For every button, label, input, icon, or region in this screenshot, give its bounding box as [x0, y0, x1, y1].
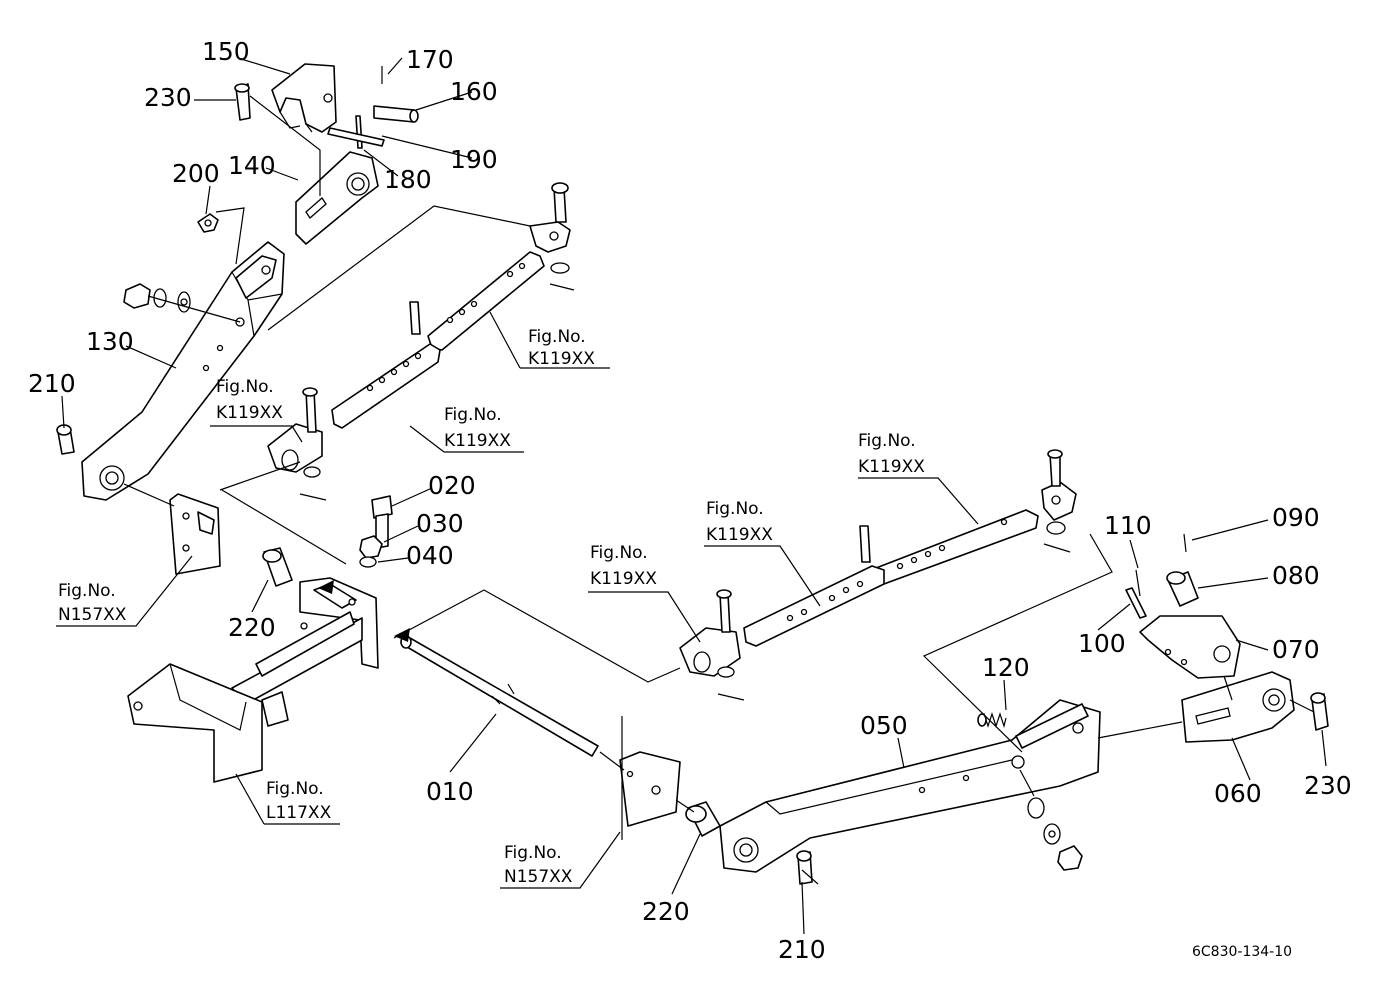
svg-text:Fig.No.: Fig.No. [58, 581, 116, 601]
part-090-cotter [1183, 533, 1187, 553]
label-120: 120 [982, 653, 1030, 682]
center-rod-clevis [679, 589, 745, 701]
upper-rod-clevis [529, 182, 575, 291]
part-070-bracket [1139, 615, 1241, 679]
part-080-pin [1166, 571, 1199, 607]
label-230-right: 230 [1304, 771, 1352, 800]
svg-text:L117XX: L117XX [266, 803, 332, 823]
label-060: 060 [1214, 779, 1262, 808]
right-rod-clevis [1041, 449, 1077, 553]
fig-ref-k119xx-upper-left: Fig.No. K119XX [216, 377, 283, 423]
label-210-right: 210 [778, 935, 826, 964]
label-100: 100 [1078, 629, 1126, 658]
label-140: 140 [228, 151, 276, 180]
label-030: 030 [416, 509, 464, 538]
label-040: 040 [406, 541, 454, 570]
part-120-spring [977, 712, 1007, 729]
label-090: 090 [1272, 503, 1320, 532]
part-190-pin [327, 127, 385, 147]
svg-text:N157XX: N157XX [504, 867, 573, 887]
svg-text:K119XX: K119XX [590, 569, 657, 589]
part-150-bracket [271, 63, 337, 133]
part-210-pin-left [56, 424, 75, 455]
drawing-code: 6C830-134-10 [1192, 944, 1292, 960]
left-rod-clevis [267, 387, 327, 501]
svg-text:Fig.No.: Fig.No. [266, 779, 324, 799]
fig-ref-k119xx-lower-left: Fig.No. K119XX [590, 543, 657, 589]
part-210-pin-right [796, 850, 813, 885]
center-mount-bracket [299, 577, 379, 669]
label-050: 050 [860, 711, 908, 740]
fig-ref-n157xx-left: Fig.No. N157XX [58, 581, 127, 625]
label-070: 070 [1272, 635, 1320, 664]
arrow-marker-left [318, 580, 334, 594]
part-100-spring-pin [1125, 587, 1147, 619]
upper-check-rod [331, 251, 545, 429]
label-020: 020 [428, 471, 476, 500]
label-220-right: 220 [642, 897, 690, 926]
part-030-nut [359, 535, 383, 559]
part-060-link [1181, 671, 1295, 743]
svg-text:Fig.No.: Fig.No. [444, 405, 502, 425]
part-200-clip [197, 213, 219, 233]
part-160-pin [373, 105, 419, 123]
fig-ref-k119xx-lower-mid: Fig.No. K119XX [706, 499, 773, 545]
label-200: 200 [172, 159, 220, 188]
fig-ref-k119xx-upper-right: Fig.No. K119XX [528, 327, 595, 369]
lower-rod-pin [859, 525, 871, 563]
part-230-pin-upper [234, 83, 251, 121]
label-210-left: 210 [28, 369, 76, 398]
part-130-arm [81, 241, 285, 501]
part-110-pin [1135, 569, 1141, 597]
label-190: 190 [450, 145, 498, 174]
svg-text:Fig.No.: Fig.No. [590, 543, 648, 563]
svg-text:K119XX: K119XX [216, 403, 283, 423]
part-140-link [295, 151, 379, 245]
fig-ref-k119xx-upper-mid: Fig.No. K119XX [444, 405, 511, 451]
leader-lines [56, 57, 1327, 935]
label-130: 130 [86, 327, 134, 356]
label-220-left: 220 [228, 613, 276, 642]
frame-bracket-left [169, 493, 221, 575]
arrow-marker-center [394, 628, 410, 642]
fig-ref-l117xx: Fig.No. L117XX [266, 779, 332, 823]
lower-check-rod [743, 509, 1039, 647]
upper-rod-pin [409, 301, 421, 335]
part-220-spacer-right [685, 801, 721, 837]
svg-text:K119XX: K119XX [528, 349, 595, 369]
svg-text:K119XX: K119XX [706, 525, 773, 545]
part-010-cross-shaft [400, 635, 599, 757]
svg-text:Fig.No.: Fig.No. [528, 327, 586, 347]
part-020-bolt [371, 495, 393, 549]
svg-text:K119XX: K119XX [444, 431, 511, 451]
svg-text:Fig.No.: Fig.No. [216, 377, 274, 397]
part-180-spring-pin [355, 115, 363, 149]
frame-l117xx [127, 663, 263, 783]
part-050-nut-washer [1027, 797, 1083, 871]
part-230-pin-right [1310, 692, 1329, 731]
assembly-lines [123, 95, 1315, 885]
frame-bracket-right [619, 751, 681, 827]
svg-text:K119XX: K119XX [858, 457, 925, 477]
svg-text:Fig.No.: Fig.No. [504, 843, 562, 863]
part-130-nut-washer [123, 283, 191, 313]
fig-ref-k119xx-lower-right: Fig.No. K119XX [858, 431, 925, 477]
label-080: 080 [1272, 561, 1320, 590]
label-180: 180 [384, 165, 432, 194]
label-150: 150 [202, 37, 250, 66]
label-230-upper: 230 [144, 83, 192, 112]
svg-text:Fig.No.: Fig.No. [858, 431, 916, 451]
part-050-arm [719, 699, 1101, 873]
part-220-spacer-left [262, 547, 293, 587]
fig-ref-n157xx-right: Fig.No. N157XX [504, 843, 573, 887]
frame-tube [231, 611, 363, 727]
svg-text:Fig.No.: Fig.No. [706, 499, 764, 519]
label-110: 110 [1104, 511, 1152, 540]
label-160: 160 [450, 77, 498, 106]
label-010: 010 [426, 777, 474, 806]
svg-text:N157XX: N157XX [58, 605, 127, 625]
label-170: 170 [406, 45, 454, 74]
part-040-washer [359, 556, 377, 568]
